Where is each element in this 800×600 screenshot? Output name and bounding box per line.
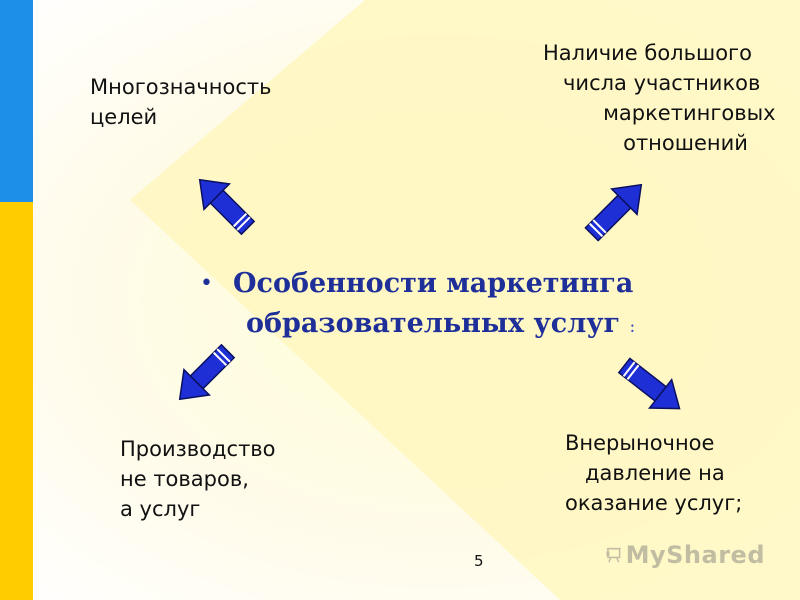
text-bottom-right: Внерыночное давление на оказание услуг; bbox=[565, 431, 743, 515]
left-accent-bar-yellow bbox=[0, 202, 33, 600]
text-top-left: Многозначность целей bbox=[90, 75, 272, 129]
watermark-text: MyShared bbox=[625, 541, 765, 569]
title-colon: : bbox=[629, 317, 636, 337]
title-line-2-text: образовательных услуг bbox=[246, 308, 621, 339]
title-line-1: Особенности маркетинга bbox=[233, 268, 634, 299]
page-number: 5 bbox=[474, 552, 484, 570]
bullet-marker: • bbox=[200, 271, 213, 296]
text-top-right: Наличие большого числа участников маркет… bbox=[543, 41, 776, 155]
left-accent-bar-blue bbox=[0, 0, 33, 202]
text-bottom-left: Производство не товаров, а услуг bbox=[120, 437, 276, 521]
title-line-2: образовательных услуг : bbox=[246, 304, 635, 347]
presentation-board-icon bbox=[606, 547, 621, 563]
watermark-logo: MyShared bbox=[605, 535, 765, 575]
